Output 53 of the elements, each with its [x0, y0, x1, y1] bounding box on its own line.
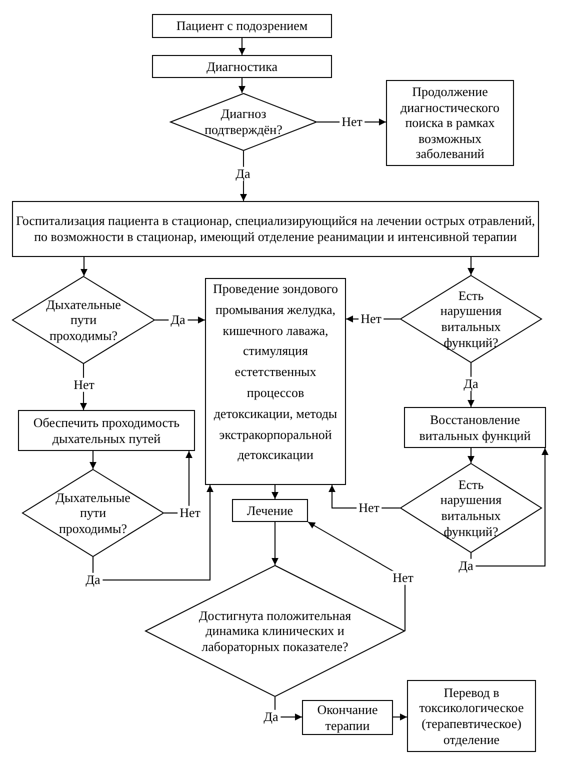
edge-label: Да: [456, 558, 476, 574]
box-text: Госпитализация пациента в стационар, специализирующийся на лечении острых отравлений, по возможности в стационар, имеющий отделение реанимации и интенсивной терапии: [15, 213, 536, 245]
arrow: [468, 448, 474, 464]
arrow: [308, 522, 406, 632]
edge-label: Нет: [178, 506, 202, 520]
arrow: [274, 696, 302, 720]
arrow: [154, 316, 206, 324]
box-text: Лечение: [246, 502, 294, 518]
edge-label: Да: [262, 710, 280, 724]
process-box: [152, 14, 332, 38]
box-text: Перевод в токсикологическое (терапевтическое) отделение: [418, 684, 525, 748]
process-box: [152, 55, 332, 78]
decision-text: Есть нарушения витальных функций?: [439, 288, 503, 350]
box-text: Окончание терапии: [316, 702, 379, 734]
decision-text: Дыхательные пути проходимы?: [45, 296, 122, 344]
edge-label: Нет: [72, 378, 96, 392]
arrow: [240, 150, 247, 202]
edge-label: Да: [234, 166, 252, 182]
process-box: [205, 278, 346, 485]
decision-text: Есть нарушения витальных функций?: [439, 476, 503, 540]
decision-text: Дыхательные пути проходимы?: [54, 490, 132, 536]
decision-text: Диагноз подтверждён?: [204, 106, 284, 138]
arrow: [272, 522, 278, 566]
arrow: [470, 448, 548, 566]
process-box: [12, 201, 539, 257]
arrow: [238, 38, 246, 56]
box-text: Проведение зондового промывания желудка, кишечного лаважа, стимуляция естетственных процессов детоксикации, методы экстракорпоральной детоксикации: [212, 280, 340, 464]
arrow: [468, 256, 474, 276]
process-box: [302, 700, 393, 735]
edge-label: Да: [84, 572, 102, 588]
process-box: [407, 680, 536, 752]
process-box: [404, 407, 546, 448]
arrow: [272, 484, 278, 500]
arrow: [80, 256, 88, 276]
box-text: Диагностика: [206, 58, 278, 74]
edge-label: Нет: [358, 312, 384, 326]
process-box: [18, 410, 195, 451]
process-box: [386, 80, 514, 166]
arrow: [238, 78, 246, 94]
box-text: Восстановление витальных функций: [418, 412, 532, 444]
edge-label: Да: [462, 376, 480, 392]
arrow: [90, 450, 96, 470]
decision-text: Достигнута положительная динамика клинических и лабораторных показателе?: [198, 608, 352, 654]
edge-label: Нет: [340, 114, 364, 130]
edge-label: Нет: [356, 500, 382, 516]
box-text: Обеспечить проходимость дыхательных путей: [32, 414, 181, 446]
edge-label: Да: [168, 312, 188, 328]
box-text: Продолжение диагностического поиска в рамках возможных заболеваний: [400, 84, 500, 162]
process-box: [232, 499, 308, 522]
arrow: [392, 714, 408, 720]
edge-label: Нет: [390, 570, 416, 586]
box-text: Пациент с подозрением: [176, 18, 308, 34]
arrow: [92, 484, 214, 580]
